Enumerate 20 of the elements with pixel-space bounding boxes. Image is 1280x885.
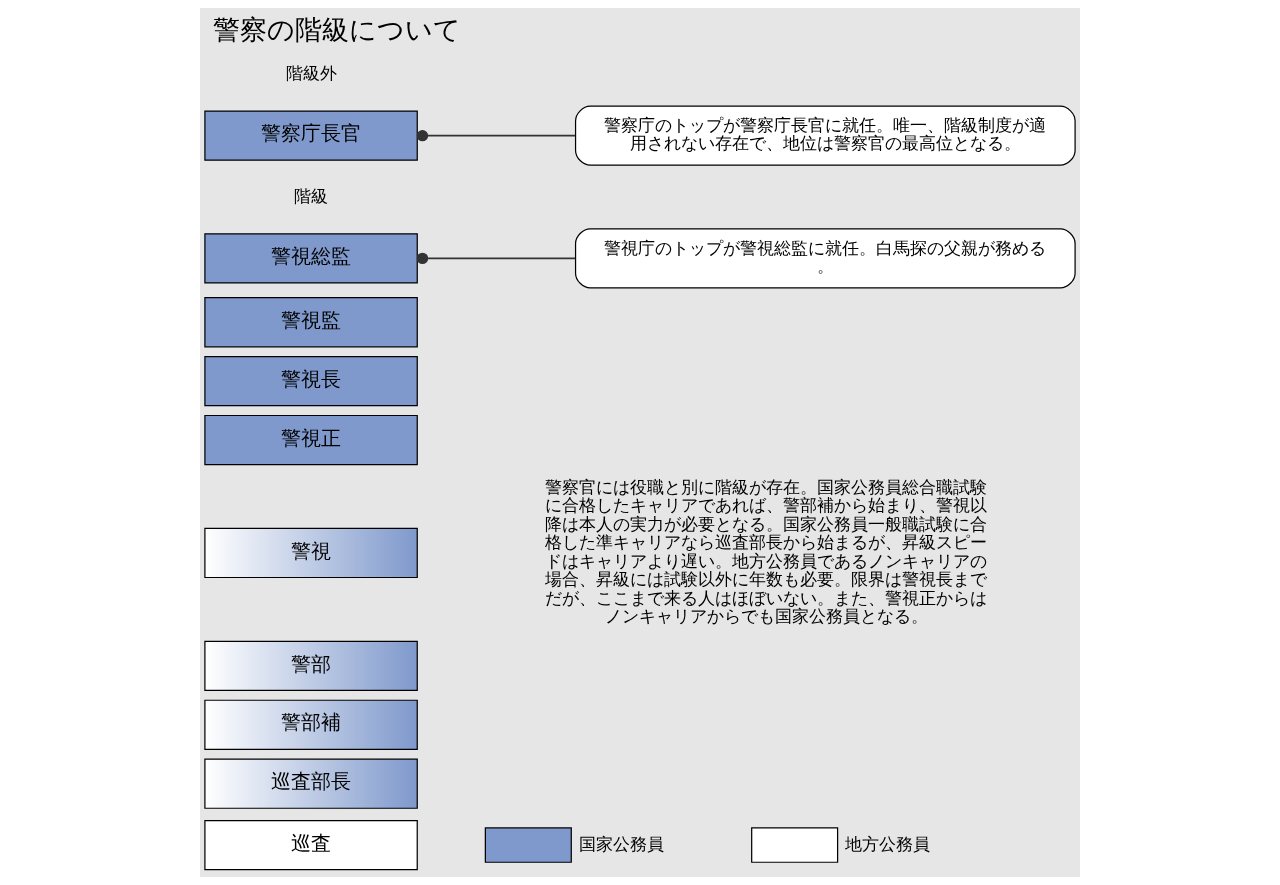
label: 警察官には役職と別に階級が存在。国家公務員総合職試験に合格したキャリアであれば、警部補から始まり、警視以降は本人の実力が必要となる。国家公務員一般職試験に合格した準キャリアなら巡査部長から始まるが、昇級スピードはキャリアより遅い。地方公務員であるノンキャリアの場合、昇級には試験以外に年数も必要。限界は警視長までだが、ここまで来る人はほぼいない。また、警視正からはノンキャリアからでも国家公務員となる。: [545, 477, 988, 626]
node-box: 警視長: [204, 355, 418, 407]
diagram-title: 警察の階級について: [213, 14, 462, 46]
connector: [416, 252, 577, 265]
node-box: 巡査部長: [204, 758, 418, 809]
node-box: 警部: [204, 640, 418, 692]
node-box: 警視監: [204, 297, 418, 348]
label: 階級外: [285, 62, 337, 83]
node-box: 警視庁のトップが警視総監に就任。白馬探の父親が務める。: [574, 228, 1076, 289]
legend-label: 地方公務員: [844, 833, 930, 854]
node-box: 警部補: [204, 699, 418, 750]
connector: [416, 129, 577, 142]
node-box: 警察庁長官: [204, 110, 418, 161]
node-box: 警察庁のトップが警察庁長官に就任。唯一、階級制度が適用されない存在で、地位は警察官の最高位となる。: [574, 105, 1076, 166]
node-box: 警視: [204, 527, 418, 579]
node-box: 警視正: [204, 414, 418, 466]
node-box: 警視総監: [204, 233, 418, 284]
node-box: 巡査: [204, 819, 418, 871]
label: 階級: [294, 185, 329, 206]
legend-label: 国家公務員: [578, 833, 664, 854]
